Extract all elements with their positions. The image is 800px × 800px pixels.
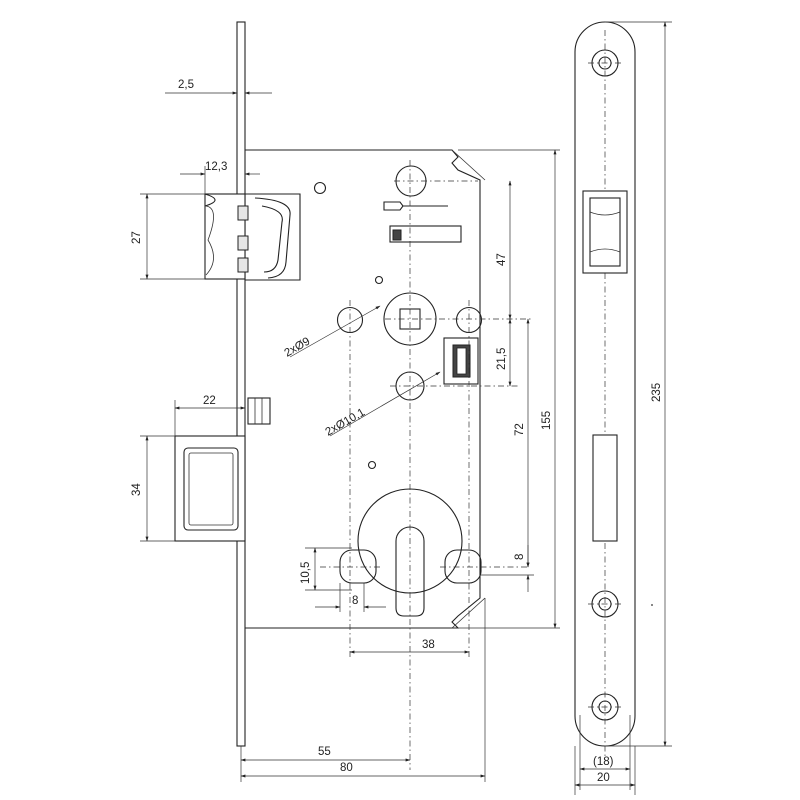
front-view bbox=[174, 21, 532, 770]
dim-faceplate-length: 235 bbox=[651, 383, 663, 402]
dim-cylinder-hole-offset: 8 bbox=[352, 595, 358, 607]
centerlines bbox=[320, 160, 532, 770]
dim-faceplate-thickness: 2,5 bbox=[178, 79, 194, 91]
dim-faceplate-width-inner: (18) bbox=[593, 756, 614, 768]
dim-cylinder-hole-height: 10,5 bbox=[300, 562, 312, 584]
deadbolt-opening bbox=[592, 434, 618, 542]
lock-case bbox=[245, 149, 486, 629]
dim-screw-holes: 2xØ9 bbox=[283, 335, 313, 359]
dim-case-depth: 80 bbox=[340, 762, 353, 774]
dimensions-front: 2,5 12,3 27 22 34 2xØ9 2xØ10,1 47 21,5 bbox=[131, 79, 560, 782]
latch-opening bbox=[582, 190, 628, 274]
dimensions-side: 235 (18) 20 bbox=[574, 21, 672, 795]
dim-deadbolt-projection: 22 bbox=[203, 395, 216, 407]
cylinder-cutout bbox=[339, 488, 482, 617]
dim-cylinder-hole-right: 8 bbox=[514, 554, 526, 560]
middle-screw-hole bbox=[588, 590, 622, 618]
bottom-screw-hole bbox=[588, 693, 622, 721]
dim-spindle-to-top: 47 bbox=[496, 253, 508, 266]
follower-block bbox=[443, 337, 479, 385]
dim-faceplate-width: 20 bbox=[597, 772, 610, 784]
dim-case-height: 155 bbox=[541, 411, 553, 430]
side-view bbox=[574, 21, 653, 760]
dim-deadbolt-height: 34 bbox=[131, 483, 143, 496]
top-screw-hole bbox=[588, 49, 622, 77]
dim-spindle-to-cylinder: 72 bbox=[514, 423, 526, 436]
dim-spindle-offset: 21,5 bbox=[496, 348, 508, 370]
dim-latch-height: 27 bbox=[131, 231, 143, 244]
dim-latch-projection: 12,3 bbox=[205, 161, 227, 173]
dim-spindle-hole: 2xØ10,1 bbox=[324, 406, 368, 438]
deadbolt bbox=[174, 397, 271, 542]
dim-backset: 55 bbox=[318, 746, 331, 758]
faceplate bbox=[236, 21, 246, 747]
upper-mechanism bbox=[374, 165, 462, 285]
dim-cylinder-hole-spacing: 38 bbox=[422, 639, 435, 651]
latch-bolt bbox=[204, 193, 301, 281]
small-hole-top bbox=[313, 181, 327, 195]
